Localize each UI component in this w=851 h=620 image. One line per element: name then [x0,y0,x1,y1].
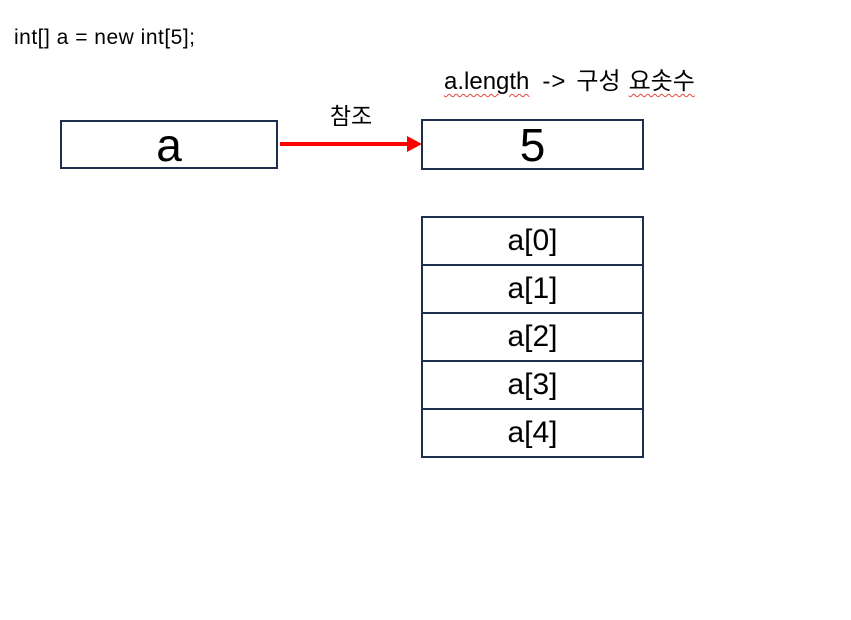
array-cell-label: a[1] [507,272,558,305]
length-term: a.length [444,68,530,95]
array-cell-label: a[2] [507,320,558,353]
length-description-plain: 구성 [576,68,621,95]
array-cell-label: a[3] [507,368,558,401]
array-cell: a[4] [423,410,642,456]
reference-arrow-head-icon [407,136,422,152]
array-cell-label: a[0] [507,224,558,257]
array-cell-label: a[4] [507,416,558,449]
array-cell-stack: a[0] a[1] a[2] a[3] a[4] [421,216,644,458]
length-value-box: 5 [421,119,644,170]
array-cell: a[0] [423,218,642,266]
reference-arrow-label: 참조 [329,103,373,129]
length-value-label: 5 [519,118,546,171]
variable-name-label: a [156,118,182,171]
array-cell: a[1] [423,266,642,314]
array-cell: a[3] [423,362,642,410]
maps-to-text: -> [542,68,567,95]
length-annotation: a.length -> 구성 요솟수 [444,68,695,97]
array-declaration-code: int[] a = new int[5]; [14,26,196,49]
length-description-underlined: 요솟수 [628,68,695,95]
array-cell: a[2] [423,314,642,362]
reference-arrow-shaft [280,142,408,146]
variable-box: a [60,120,278,169]
